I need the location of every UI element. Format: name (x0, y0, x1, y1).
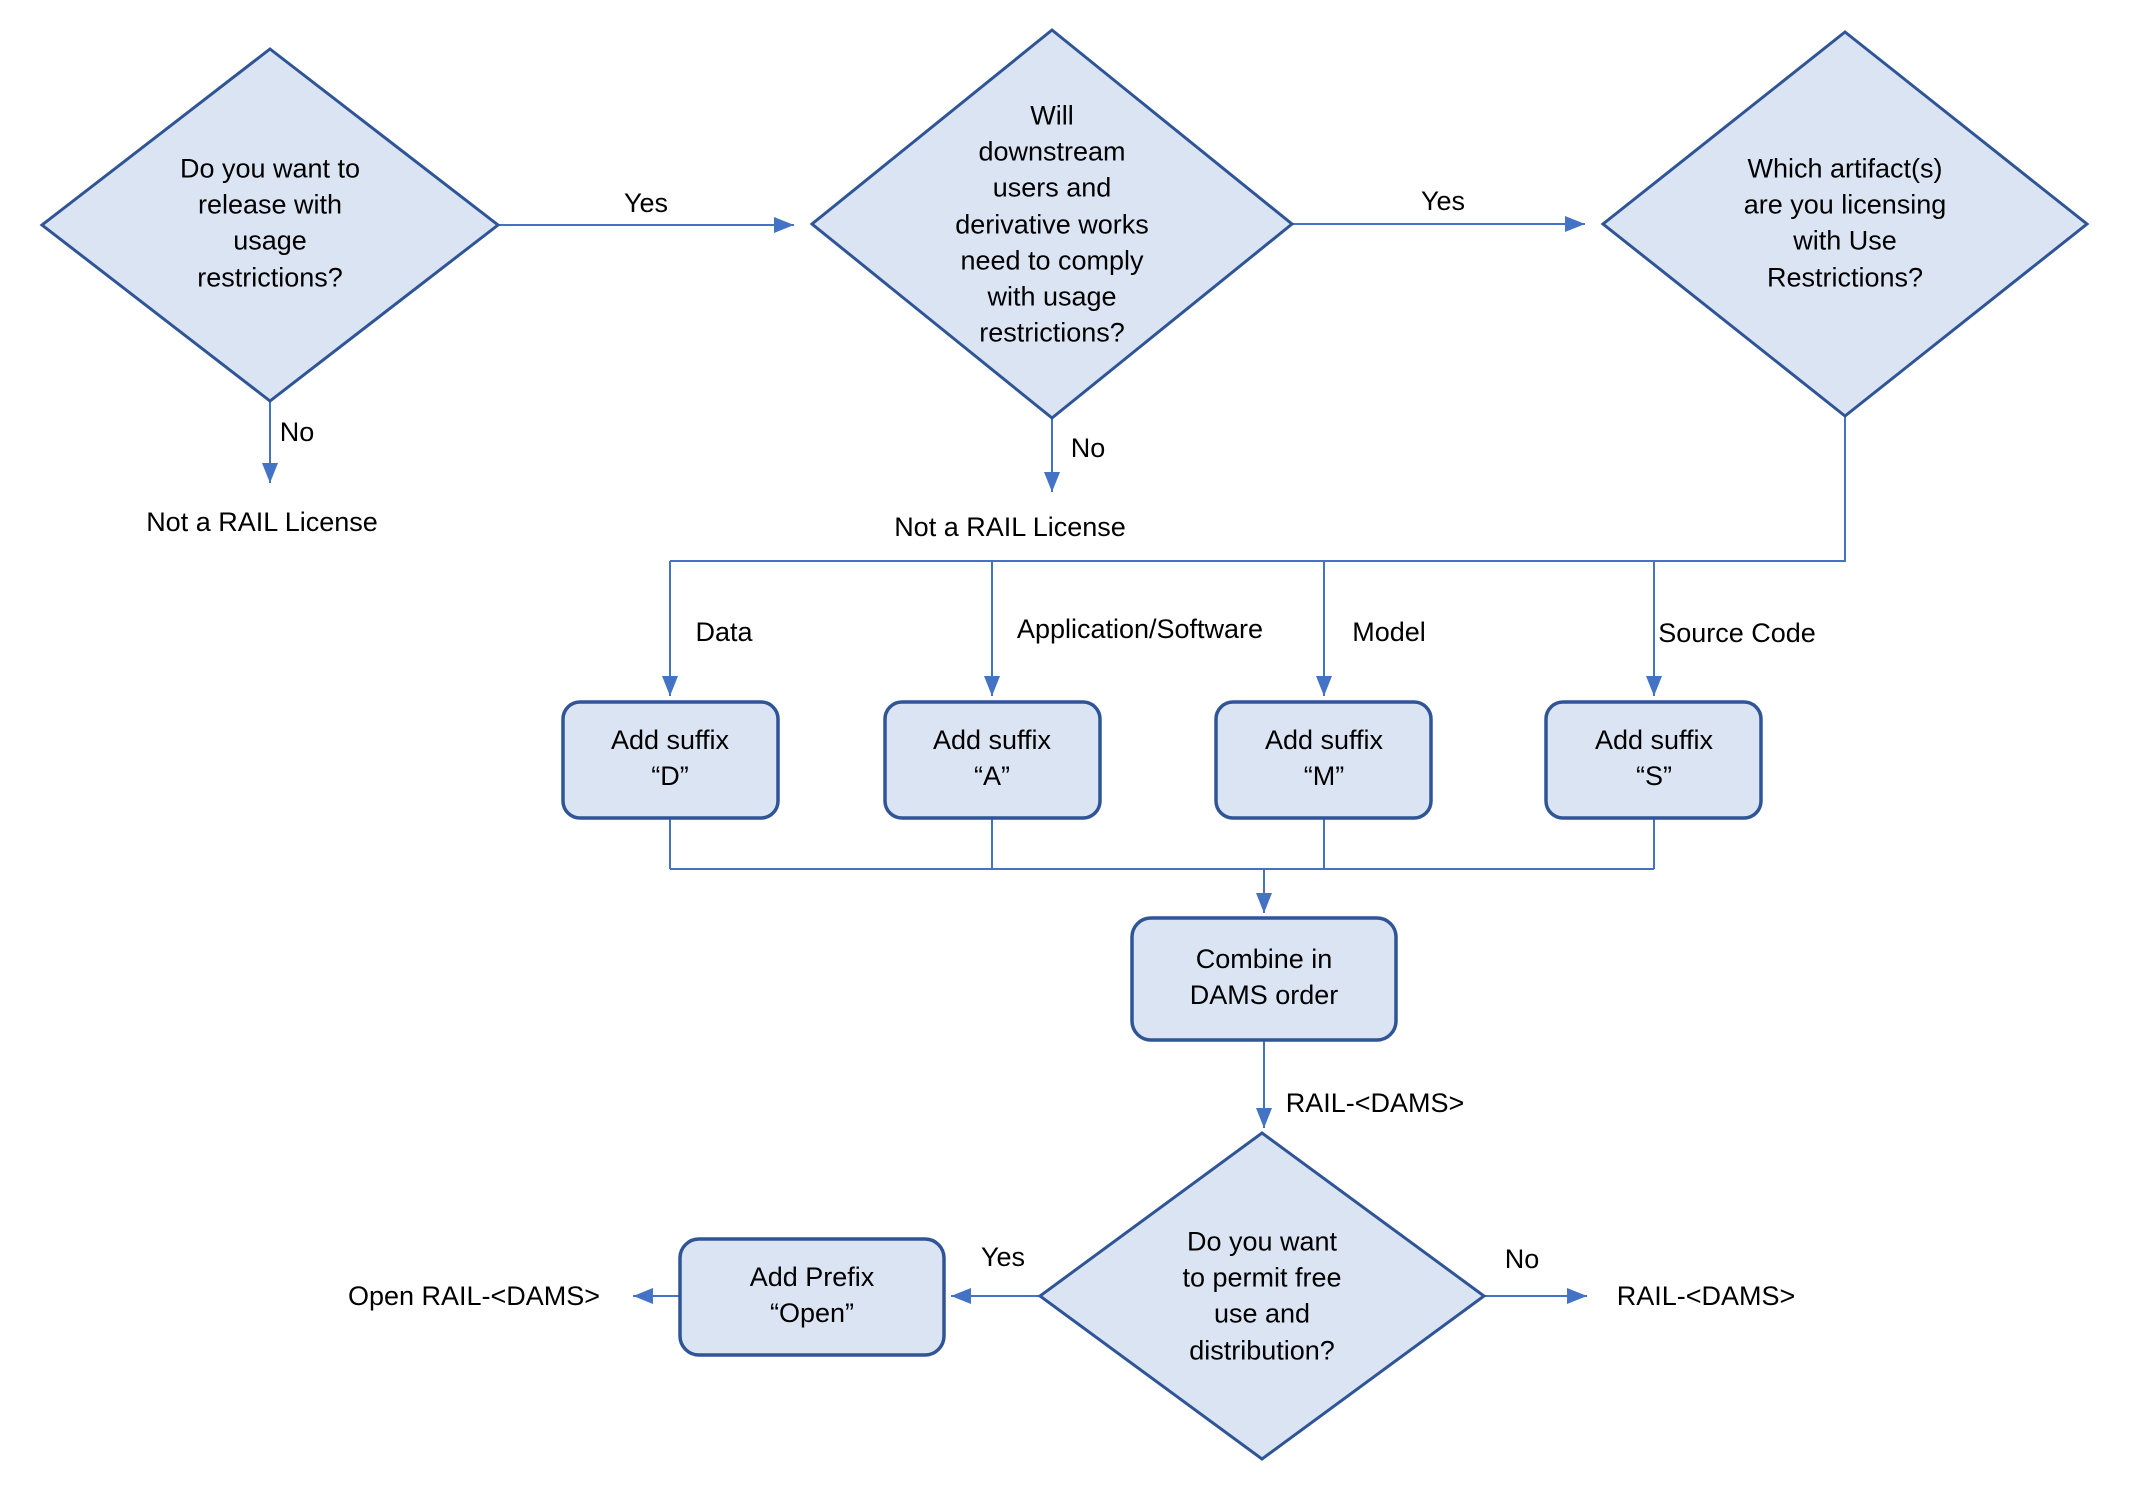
process-add-suffix-d-shape (561, 700, 780, 820)
edge-label-source-code: Source Code (1658, 617, 1816, 648)
edge-label-no-3: No (1504, 1243, 1540, 1274)
decision-free-use-label: Do you want to permit free use and distr… (1182, 1226, 1342, 1366)
decision-artifact-licensing-shape (1600, 30, 2090, 418)
edge-label-rail-dams: RAIL-<DAMS> (1285, 1087, 1465, 1118)
process-add-prefix-open-shape (678, 1237, 946, 1357)
edge-label-yes-3: Yes (980, 1241, 1026, 1272)
process-add-suffix-m-shape (1214, 700, 1433, 820)
process-add-suffix-s-label: Add suffix “S” (1594, 724, 1714, 791)
process-add-suffix-s-shape (1544, 700, 1763, 820)
process-add-suffix-a-shape (883, 700, 1102, 820)
edge-label-yes-1: Yes (623, 187, 669, 218)
decision-artifact-licensing-label: Which artifact(s) are you licensing with… (1743, 153, 1947, 293)
edge-label-model: Model (1352, 616, 1426, 647)
edge-label-no-1: No (279, 416, 315, 447)
edge-label-application-software: Application/Software (1016, 613, 1264, 644)
decision-free-use-shape (1037, 1131, 1487, 1461)
outcome-rail-dams: RAIL-<DAMS> (1616, 1280, 1796, 1311)
edge-label-data: Data (695, 616, 753, 647)
process-add-prefix-open-label: Add Prefix “Open” (749, 1261, 875, 1328)
decision-downstream-compliance-shape (809, 28, 1295, 420)
edge-label-no-2: No (1070, 432, 1106, 463)
connector-artifact-split (670, 416, 1846, 562)
outcome-not-rail-license-1: Not a RAIL License (146, 506, 378, 537)
process-combine-dams-label: Combine in DAMS order (1189, 943, 1339, 1010)
process-add-suffix-d-label: Add suffix “D” (610, 724, 730, 791)
process-add-suffix-a-label: Add suffix “A” (932, 724, 1052, 791)
decision-usage-restrictions-shape (39, 47, 501, 403)
decision-downstream-compliance-label: Will downstream users and derivative wor… (955, 100, 1149, 348)
outcome-not-rail-license-2: Not a RAIL License (894, 511, 1126, 542)
process-add-suffix-m-label: Add suffix “M” (1264, 724, 1384, 791)
process-combine-dams-shape (1130, 916, 1398, 1042)
decision-usage-restrictions-label: Do you want to release with usage restri… (179, 153, 361, 293)
edge-label-yes-2: Yes (1420, 185, 1466, 216)
outcome-open-rail-dams: Open RAIL-<DAMS> (347, 1280, 601, 1311)
